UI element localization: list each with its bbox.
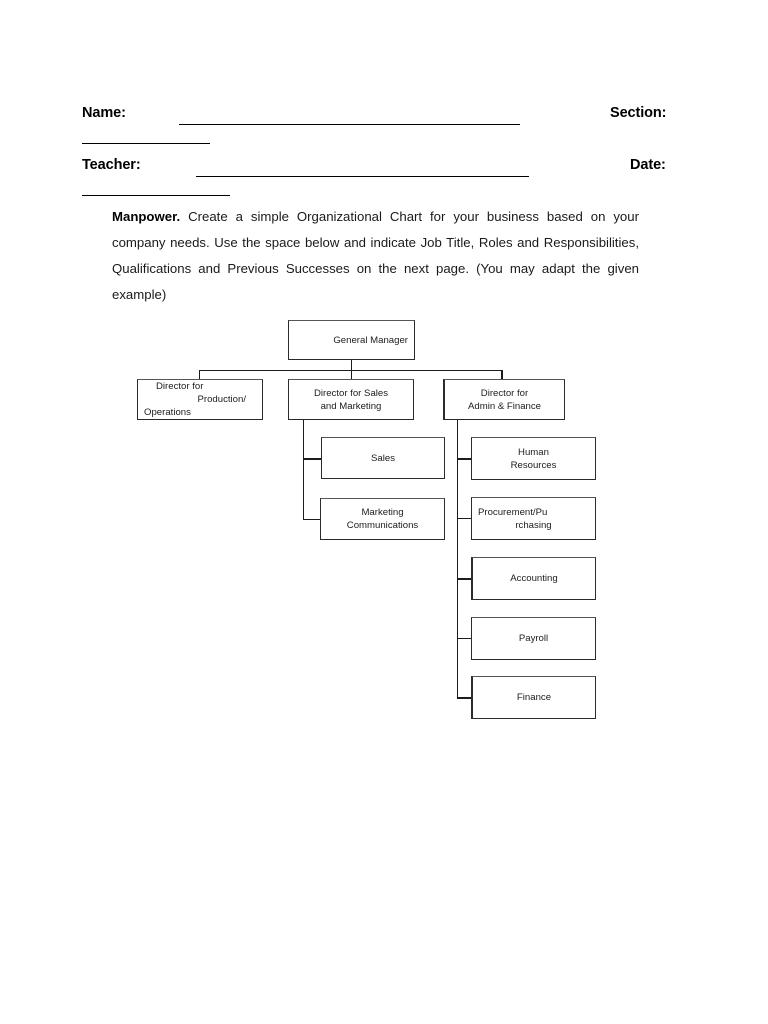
date-blank-rule[interactable] (82, 195, 230, 196)
connector-stub-hr (457, 458, 473, 461)
name-section-row: Name: Section: (0, 105, 768, 131)
node-label-line1: Marketing (361, 507, 404, 518)
node-general-manager[interactable]: General Manager (288, 320, 415, 360)
connector-spine-admin (457, 420, 459, 698)
connector-drop-sales (351, 370, 353, 380)
node-label: General Manager (333, 334, 408, 346)
node-director-production[interactable]: Director for Production/ Operations (137, 379, 263, 420)
date-label: Date: (630, 157, 666, 173)
node-label-line3: Operations (144, 407, 191, 418)
node-label-line2: rchasing (515, 519, 552, 531)
connector-stub-finance (457, 697, 473, 700)
connector-spine-sales (303, 420, 305, 520)
node-sales[interactable]: Sales (321, 437, 445, 479)
section-label: Section: (610, 105, 667, 121)
node-label: Sales (371, 452, 395, 464)
name-blank-rule[interactable] (179, 124, 520, 125)
instruction-lead: Manpower. (112, 209, 181, 225)
node-payroll[interactable]: Payroll (471, 617, 596, 660)
node-label-line2: Resources (510, 459, 557, 471)
node-label-line1: Director for (480, 387, 529, 399)
node-label-line2: Production/ (197, 394, 246, 405)
node-director-admin-finance[interactable]: Director for Admin & Finance (443, 379, 565, 420)
node-label: Accounting (510, 573, 558, 584)
section-blank-rule[interactable] (82, 143, 210, 144)
teacher-label: Teacher: (82, 157, 141, 173)
connector-stub-payroll (457, 638, 473, 640)
teacher-blank-rule[interactable] (196, 176, 529, 177)
instruction-body: Create a simple Organizational Chart for… (112, 209, 639, 303)
node-director-sales-marketing[interactable]: Director for Sales and Marketing (288, 379, 414, 420)
connector-drop-production (199, 370, 201, 380)
node-label: Finance (516, 692, 552, 703)
connector-stub-accounting (457, 578, 473, 581)
node-procurement-purchasing[interactable]: Procurement/Pu rchasing (471, 497, 596, 540)
connector-stub-sales (303, 458, 322, 461)
connector-drop-admin (501, 370, 504, 380)
name-label: Name: (82, 105, 126, 121)
node-label-line1: Director for Sales (313, 387, 389, 399)
node-label-line2: Admin & Finance (467, 400, 542, 412)
connector-gm-stem (351, 360, 353, 371)
node-label-line1: Procurement/Pu (478, 506, 548, 518)
date-blank-row (0, 183, 768, 209)
node-label-line1: Human (518, 446, 549, 458)
node-label: Payroll (518, 633, 549, 644)
section-blank-row (0, 131, 768, 157)
node-finance[interactable]: Finance (471, 676, 596, 719)
node-marketing-communications[interactable]: Marketing Communications (320, 498, 445, 540)
node-label-line2: Communications (346, 520, 419, 531)
connector-stub-marketing (303, 519, 322, 521)
node-human-resources[interactable]: Human Resources (471, 437, 596, 480)
node-accounting[interactable]: Accounting (471, 557, 596, 600)
connector-stub-procurement (457, 518, 473, 520)
node-label-line1: Director for (156, 381, 204, 392)
node-label-line2: and Marketing (320, 400, 382, 412)
teacher-date-row: Teacher: Date: (0, 157, 768, 183)
instruction-paragraph: Manpower. Create a simple Organizational… (112, 204, 639, 308)
